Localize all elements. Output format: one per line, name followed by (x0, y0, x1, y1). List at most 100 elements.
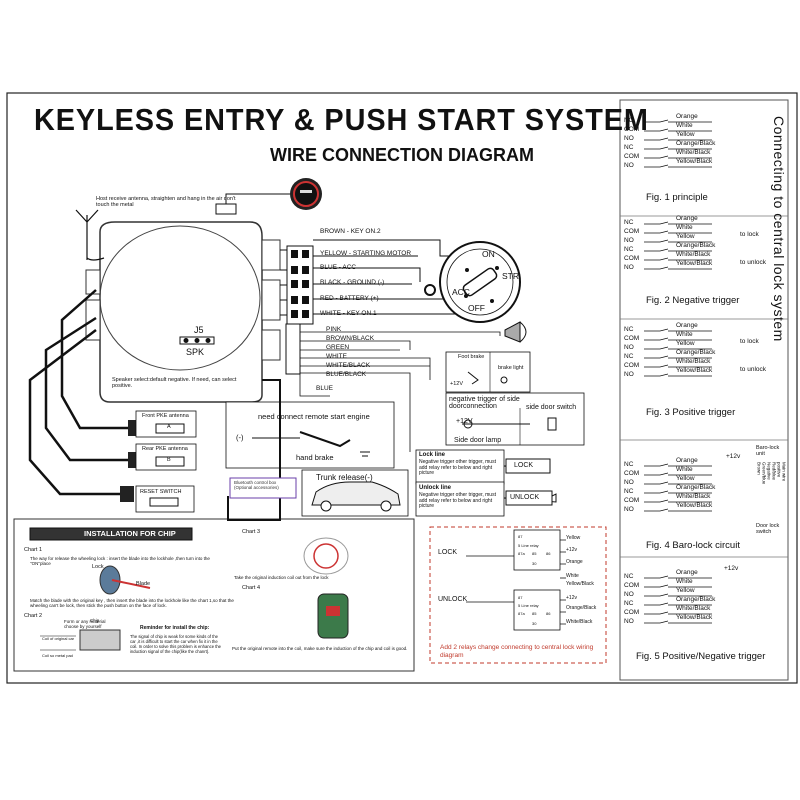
chart1-text: The way for release the wheeling lock : … (30, 556, 210, 567)
fig2-wire-line (644, 248, 712, 252)
antenna-note: Host receive antenna, straighten and han… (96, 196, 236, 209)
fig2-wire-label: White/Black (676, 251, 711, 258)
reset-switch-label: RESET SWITCH (140, 489, 182, 495)
relay-orange: Orange (566, 559, 583, 565)
fig5-terminal: COM (624, 582, 640, 589)
fig1-terminal: COM (624, 153, 640, 160)
ignition-acc: ACC (452, 287, 470, 297)
speaker-note: Speaker select:default negative. If need… (112, 377, 237, 390)
fig3-wire-label: Orange/Black (676, 349, 716, 356)
fig4-terminal: COM (624, 470, 640, 477)
installation-header: INSTALLATION FOR CHIP (84, 529, 176, 538)
fig4-wire-label: Orange/Black (676, 484, 716, 491)
fig5-terminal: NC (624, 573, 634, 580)
lock-line-title: Lock line (419, 452, 446, 458)
brake-light-label: brake light (498, 365, 524, 371)
fig4-wire-line (644, 508, 712, 512)
fig2-to-lock: to lock (740, 231, 759, 238)
relay-orange-black: Orange/Black (566, 605, 597, 611)
fig1-wire-label: White (676, 122, 693, 129)
fig2-wire-label: Orange (676, 215, 698, 222)
relay2-pin-87a: 87a (518, 611, 525, 616)
fig4-wire-label: Orange (676, 457, 698, 464)
j5-label: J5 (194, 325, 204, 335)
fig5-wire-line (644, 602, 712, 606)
fig5-wire-label: Yellow (676, 587, 695, 594)
side-door-lamp-label: Side door lamp (454, 437, 502, 444)
baro-col-label: positive (776, 462, 782, 478)
fig1-terminal: NC (624, 144, 634, 151)
lock-word: Lock (92, 564, 104, 570)
fig4-terminal: NO (624, 479, 634, 486)
fig1-wire-label: Yellow (676, 131, 695, 138)
coil-original-label: Coil of original car (42, 636, 75, 641)
fig4-terminal: NC (624, 488, 634, 495)
fig4-wire-label: Yellow/Black (676, 502, 713, 509)
fig3-terminal: COM (624, 362, 640, 369)
harness-white: WHITE (326, 353, 347, 360)
fig1-terminal: COM (624, 126, 640, 133)
fig5-wire-label: White/Black (676, 605, 711, 612)
page-title: KEYLESS ENTRY & PUSH START SYSTEM (34, 102, 649, 137)
fig3-wire-line (644, 364, 712, 368)
fig3-to-unlock: to unlock (740, 366, 767, 373)
chart2-note: Form or any material choose by yourself (64, 619, 106, 629)
harness-brown-black: BROWN/BLACK (326, 335, 375, 342)
rear-antenna-label: Rear PKE antenna (142, 446, 188, 452)
fig5-terminal: NO (624, 618, 634, 625)
ignition-str: STR (502, 271, 519, 281)
unlock-arrow-label: UNLOCK (510, 494, 540, 501)
harness-white-black: WHITE/BLACK (326, 362, 371, 369)
fig5-wire-line (644, 620, 712, 624)
fig4-wire-line (644, 472, 712, 476)
rear-antenna-letter: B (167, 457, 171, 463)
harness-pink: PINK (326, 326, 342, 333)
relay-lock-label: LOCK (438, 549, 458, 556)
door-lock-switch: Door lock switch (756, 523, 780, 535)
neg-trigger-label: negative trigger of side doorconnection (449, 396, 520, 411)
fig4-volt: +12v (726, 453, 741, 460)
remote-start-note: need connect remote start engine (258, 412, 370, 421)
fig5-terminal: COM (624, 609, 640, 616)
wire-label-yellow: YELLOW - STARTING MOTOR (320, 250, 412, 257)
relay-yellow-black: Yellow/Black (566, 581, 594, 587)
fig4-wire-line (644, 490, 712, 494)
fig5-wire-label: Orange/Black (676, 596, 716, 603)
fig1-terminal: NO (624, 162, 634, 169)
fig3-wire-line (644, 328, 712, 332)
fig4-terminal: NC (624, 461, 634, 468)
wire-label-black: BLACK - GROUND (-) (320, 279, 385, 286)
fig3-terminal: NC (624, 326, 634, 333)
fig5-caption: Fig. 5 Positive/Negative trigger (636, 651, 766, 662)
baro-col-label: Brown (756, 462, 762, 475)
fig1-terminal: NC (624, 117, 634, 124)
fig1-caption: Fig. 1 principle (646, 192, 708, 203)
page-subtitle: WIRE CONNECTION DIAGRAM (270, 145, 534, 165)
foot-brake-label: Foot brake (458, 354, 485, 360)
fig2-terminal: NO (624, 237, 634, 244)
brake-volt-label: +12V (450, 381, 463, 387)
relay1-pin-87: 87 (518, 534, 523, 539)
harness-green: GREEN (326, 344, 350, 351)
fig3-wire-label: Yellow (676, 340, 695, 347)
baro-col-label: Main wire (781, 462, 787, 482)
fig3-wire-label: Orange (676, 322, 698, 329)
fig1-terminal: NO (624, 135, 634, 142)
fig3-terminal: COM (624, 335, 640, 342)
fig3-terminal: NC (624, 353, 634, 360)
fig3-terminal: NO (624, 371, 634, 378)
relay2-pin-30: 30 (532, 621, 537, 626)
minus-sign: (-) (236, 433, 244, 442)
fig2-to-unlock: to unlock (740, 259, 767, 266)
fig3-wire-line (644, 373, 712, 377)
fig1-wire-line (644, 128, 712, 132)
fig2-terminal: NC (624, 219, 634, 226)
fig5-wire-label: Yellow/Black (676, 614, 713, 621)
chart4-note: Put the original remote into the coil, m… (232, 646, 408, 651)
fig1-wire-line (644, 164, 712, 168)
fig1-wire-label: Orange (676, 113, 698, 120)
relay1-pin-87a: 87a (518, 551, 525, 556)
harness-blue: BLUE (316, 385, 333, 392)
fig1-wire-line (644, 137, 712, 141)
chart4-label: Chart 4 (242, 585, 261, 591)
